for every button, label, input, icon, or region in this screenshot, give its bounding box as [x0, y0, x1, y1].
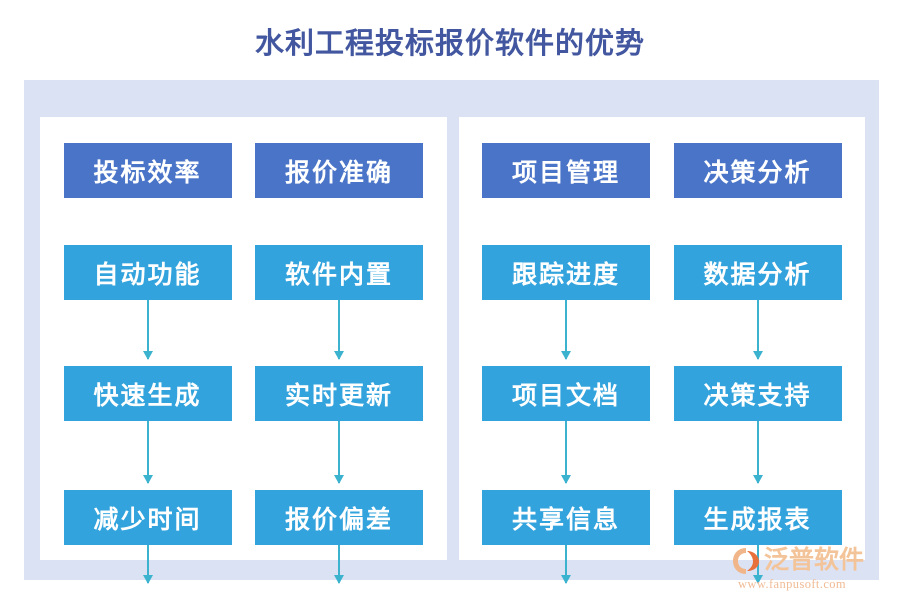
node-box[interactable]: 快速生成	[63, 366, 232, 421]
node-box[interactable]: 数据分析	[673, 245, 842, 300]
node-box[interactable]: 决策支持	[673, 366, 842, 421]
connector-arrow-down-icon	[752, 300, 763, 360]
node-box[interactable]: 跟踪进度	[482, 245, 650, 300]
page-title: 水利工程投标报价软件的优势	[254, 28, 645, 60]
column-project-management: 项目管理 跟踪进度 项目文档 共享信息	[482, 117, 650, 584]
connector-arrow-down-icon	[142, 421, 153, 484]
connector-arrow-down-icon	[142, 545, 153, 584]
node-box[interactable]: 报价准确	[255, 143, 423, 198]
connector-arrow-down-icon	[334, 300, 344, 360]
connector-arrow-down-icon	[142, 300, 153, 360]
column-pricing-accuracy: 报价准确 软件内置 实时更新 报价偏差	[255, 117, 423, 584]
panel-columns: 投标效率 自动功能 快速生成 减少时间 报价准确 软件内置 实时更新 报价偏差	[40, 117, 447, 584]
connector-arrow-down-icon	[752, 421, 763, 484]
node-box[interactable]: 实时更新	[255, 366, 423, 421]
connector-arrow-down-icon	[334, 421, 344, 484]
watermark-brand-row: 泛普软件	[732, 546, 882, 576]
watermark-brand-text: 泛普软件	[764, 547, 865, 574]
node-box[interactable]: 软件内置	[255, 245, 423, 300]
column-decision-analysis: 决策分析 数据分析 决策支持 生成报表	[673, 117, 842, 584]
node-box[interactable]: 生成报表	[673, 490, 842, 545]
node-box[interactable]: 自动功能	[63, 245, 232, 300]
panel-columns: 项目管理 跟踪进度 项目文档 共享信息 决策分析 数据分析 决策支持 生成报表	[459, 117, 866, 584]
connector-arrow-down-icon	[561, 421, 571, 484]
panel-project-decision: 项目管理 跟踪进度 项目文档 共享信息 决策分析 数据分析 决策支持 生成报表	[458, 117, 866, 584]
node-box[interactable]: 决策分析	[673, 143, 842, 198]
panel-container: 投标效率 自动功能 快速生成 减少时间 报价准确 软件内置 实时更新 报价偏差	[40, 117, 866, 584]
column-bid-efficiency: 投标效率 自动功能 快速生成 减少时间	[63, 117, 232, 584]
panel-bidding-pricing: 投标效率 自动功能 快速生成 减少时间 报价准确 软件内置 实时更新 报价偏差	[40, 117, 447, 584]
connector-arrow-down-icon	[561, 300, 571, 360]
fanpu-swoosh-logo-icon	[732, 546, 762, 576]
node-box[interactable]: 共享信息	[482, 490, 650, 545]
connector-arrow-down-icon	[334, 545, 344, 584]
node-box[interactable]: 报价偏差	[255, 490, 423, 545]
watermark-logo: 泛普软件 www.fanpusoft.com	[732, 546, 882, 594]
node-box[interactable]: 减少时间	[63, 490, 232, 545]
connector-arrow-down-icon	[561, 545, 571, 584]
node-box[interactable]: 项目文档	[482, 366, 650, 421]
node-box[interactable]: 项目管理	[482, 143, 650, 198]
watermark-url: www.fanpusoft.com	[738, 577, 847, 591]
node-box[interactable]: 投标效率	[63, 143, 232, 198]
